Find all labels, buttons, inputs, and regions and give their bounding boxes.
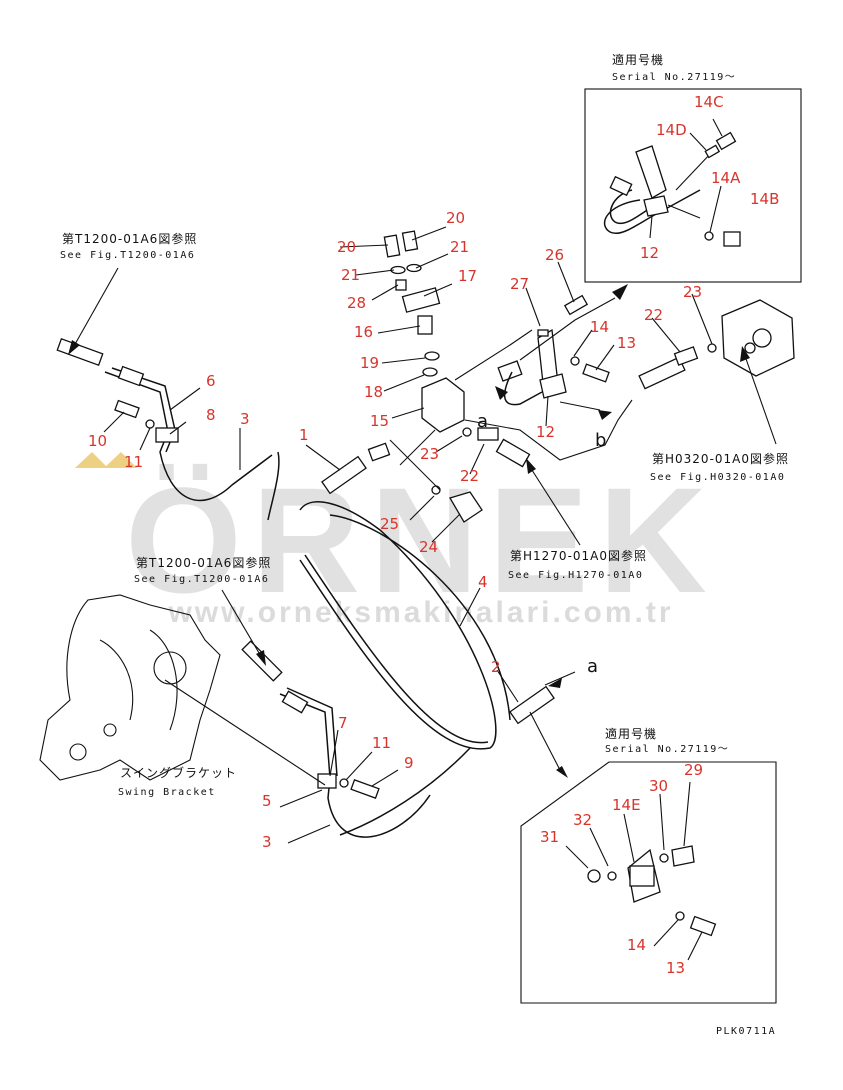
watermark-logo-icon	[75, 452, 137, 468]
ref-t1200-mid-en: See Fig.T1200-01A6	[134, 574, 269, 585]
part-14B-label: 14B	[750, 190, 779, 208]
part-30-label: 30	[649, 777, 668, 795]
part-6-label: 6	[206, 372, 216, 390]
diagram-code: PLK0711A	[716, 1026, 776, 1037]
inset-top-serial: Serial No.27119～	[612, 72, 736, 83]
watermark: ÖRNEK www.orneksmakinalari.com.tr	[75, 452, 717, 629]
routing-lines	[389, 297, 633, 771]
part-21b-label: 21	[450, 238, 469, 256]
part-22a-label: 22	[644, 306, 663, 324]
watermark-url: www.orneksmakinalari.com.tr	[167, 596, 673, 629]
part-labels: 1 2 3 3 4 5 6 7 8 9 10 11 11 12 13 14 15…	[88, 209, 702, 851]
part-1-label: 1	[299, 426, 309, 444]
ref-t1200-top-jp: 第T1200-01A6図参照	[62, 231, 197, 246]
part-9-label: 9	[404, 754, 414, 772]
inset-bottom: 適用号機 Serial No.27119～ 31 32 14E 30 29 14…	[520, 726, 777, 1004]
part-29-label: 29	[684, 761, 703, 779]
part-20b-label: 20	[446, 209, 465, 227]
part-13b-label: 13	[666, 959, 685, 977]
part-14A-label: 14A	[711, 169, 741, 187]
ref-t1200-top-en: See Fig.T1200-01A6	[60, 250, 195, 261]
part-16-label: 16	[354, 323, 373, 341]
part-13a-label: 13	[617, 334, 636, 352]
part-20a-label: 20	[337, 238, 356, 256]
inset-top-jp: 適用号機	[612, 52, 664, 67]
part-12a-label: 12	[640, 244, 659, 262]
letter-b: b	[595, 430, 606, 451]
part-19-label: 19	[360, 354, 379, 372]
ref-h1270-en: See Fig.H1270-01A0	[508, 570, 643, 581]
part-4-label: 4	[478, 573, 488, 591]
inset-bottom-jp: 適用号機	[605, 726, 657, 741]
part-28-label: 28	[347, 294, 366, 312]
part-11b-label: 11	[372, 734, 391, 752]
leaders	[103, 226, 713, 844]
inset-top: 適用号機 Serial No.27119～ 14C 14D 14A 14B 12	[584, 52, 802, 283]
ref-t1200-mid-jp: 第T1200-01A6図参照	[136, 555, 271, 570]
ref-h1270-jp: 第H1270-01A0図参照	[510, 548, 647, 563]
ref-h0320-en: See Fig.H0320-01A0	[650, 472, 785, 483]
part-7-label: 7	[338, 714, 348, 732]
part-24-label: 24	[419, 538, 438, 556]
part-18-label: 18	[364, 383, 383, 401]
watermark-brand: ÖRNEK	[125, 456, 717, 624]
ref-arrows	[68, 267, 777, 778]
part-3a-label: 3	[240, 410, 250, 428]
part-5-label: 5	[262, 792, 272, 810]
part-22b-label: 22	[460, 467, 479, 485]
part-2-label: 2	[491, 658, 501, 676]
part-31-label: 31	[540, 828, 559, 846]
letters: a b a	[477, 411, 606, 677]
part-14a-label: 14	[590, 318, 609, 336]
part-17-label: 17	[458, 267, 477, 285]
letter-a-bottom: a	[587, 656, 598, 677]
swing-bracket: スイングブラケット Swing Bracket	[39, 594, 326, 798]
letter-a-top: a	[477, 411, 488, 432]
part-10-label: 10	[88, 432, 107, 450]
part-14E-label: 14E	[612, 796, 641, 814]
part-26-label: 26	[545, 246, 564, 264]
swing-bracket-jp: スイングブラケット	[120, 765, 237, 780]
part-8-label: 8	[206, 406, 216, 424]
inset-bottom-serial: Serial No.27119～	[605, 744, 729, 755]
components	[56, 230, 795, 799]
part-15-label: 15	[370, 412, 389, 430]
part-14b-label: 14	[627, 936, 646, 954]
part-21a-label: 21	[341, 266, 360, 284]
part-32-label: 32	[573, 811, 592, 829]
part-12b-label: 12	[536, 423, 555, 441]
swing-bracket-en: Swing Bracket	[118, 787, 216, 798]
part-25-label: 25	[380, 515, 399, 533]
part-23a-label: 23	[683, 283, 702, 301]
part-23b-label: 23	[420, 445, 439, 463]
part-3b-label: 3	[262, 833, 272, 851]
part-14C-label: 14C	[694, 93, 724, 111]
ref-texts: 第T1200-01A6図参照 See Fig.T1200-01A6 第T1200…	[60, 231, 789, 1037]
part-14D-label: 14D	[656, 121, 687, 139]
part-27-label: 27	[510, 275, 529, 293]
ref-h0320-jp: 第H0320-01A0図参照	[652, 451, 789, 466]
part-11a-label: 11	[124, 453, 143, 471]
